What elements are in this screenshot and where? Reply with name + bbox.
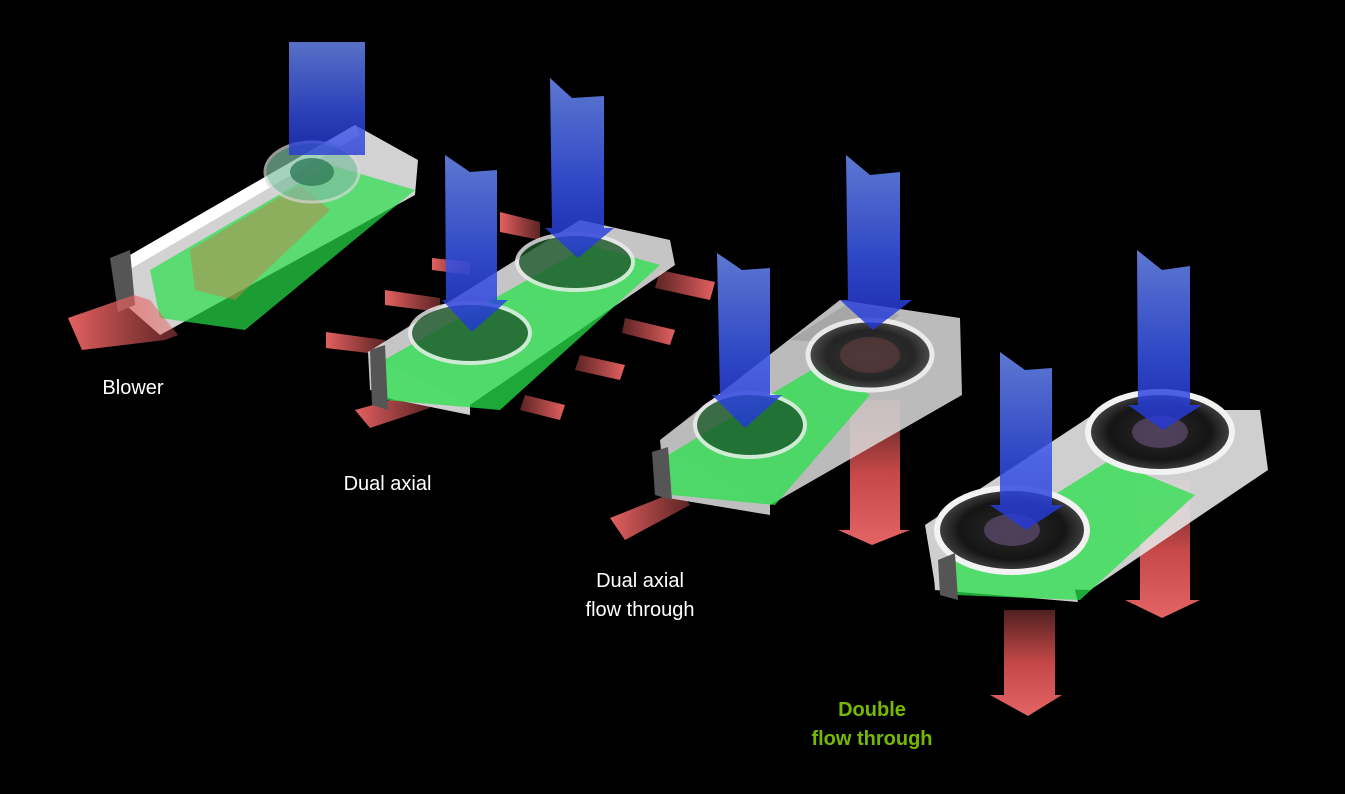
- label-line: flow through: [585, 599, 695, 621]
- double-flow-through-card-icon: [925, 250, 1268, 716]
- dual-axial-card-icon: [326, 78, 715, 428]
- label-line: Double: [838, 699, 906, 721]
- label-dual-axial: Dual axial: [330, 470, 445, 499]
- label-blower: Blower: [88, 374, 178, 403]
- blower-card-icon: [68, 42, 418, 350]
- label-double-flow-through: Double flow through: [792, 696, 952, 754]
- label-dual-axial-flow-through: Dual axial flow through: [566, 567, 714, 625]
- flow-through-card-icon: [610, 155, 962, 545]
- label-line: Dual axial: [596, 570, 684, 592]
- label-line: Blower: [102, 377, 164, 399]
- label-line: flow through: [811, 728, 933, 750]
- label-line: Dual axial: [343, 473, 432, 495]
